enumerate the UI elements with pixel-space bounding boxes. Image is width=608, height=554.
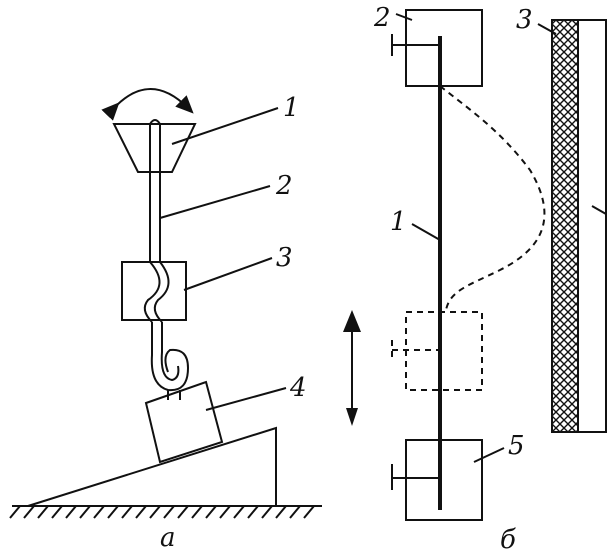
ground-hatch [9,505,315,519]
caption-b: б [500,525,516,554]
deflection-curve [439,85,546,311]
leader-b-2 [395,13,413,21]
figure-a: 1 2 3 4 а [9,88,322,553]
leader-2 [159,185,271,219]
leader-b-5 [473,447,505,463]
incline-wedge [27,426,277,507]
label-a-4: 4 [289,373,307,403]
caption-a: а [160,523,176,553]
leader-b-1 [411,223,441,241]
leader-b-3 [537,23,557,35]
label-b-2: 2 [373,3,391,33]
moving-block-pin-dashed [391,340,440,360]
block-3 [121,261,187,321]
clamp-top [112,123,197,173]
hook [150,322,190,392]
leader-3 [183,257,273,291]
screen-leader-right [591,205,607,215]
block-2 [405,9,483,87]
leader-4 [205,387,287,411]
label-b-5: 5 [508,431,525,461]
block-5-pin [391,464,440,490]
figure-b: 2 3 1 5 б [343,3,607,554]
block-5 [405,439,483,521]
leader-1 [171,107,279,145]
label-b-1: 1 [390,207,407,237]
screen-plain [577,19,607,433]
block-2-pin [391,34,440,56]
rotation-arrow [101,88,194,121]
label-a-1: 1 [283,93,300,123]
block-4 [144,380,224,464]
motion-arrow-down-head [346,408,358,426]
label-b-3: 3 [516,5,533,35]
screen-hatched [551,19,579,433]
rod [149,119,161,262]
label-a-2: 2 [275,171,293,201]
motion-arrow-up-head [343,310,361,332]
rod-wave [143,261,170,323]
label-a-3: 3 [276,243,293,273]
